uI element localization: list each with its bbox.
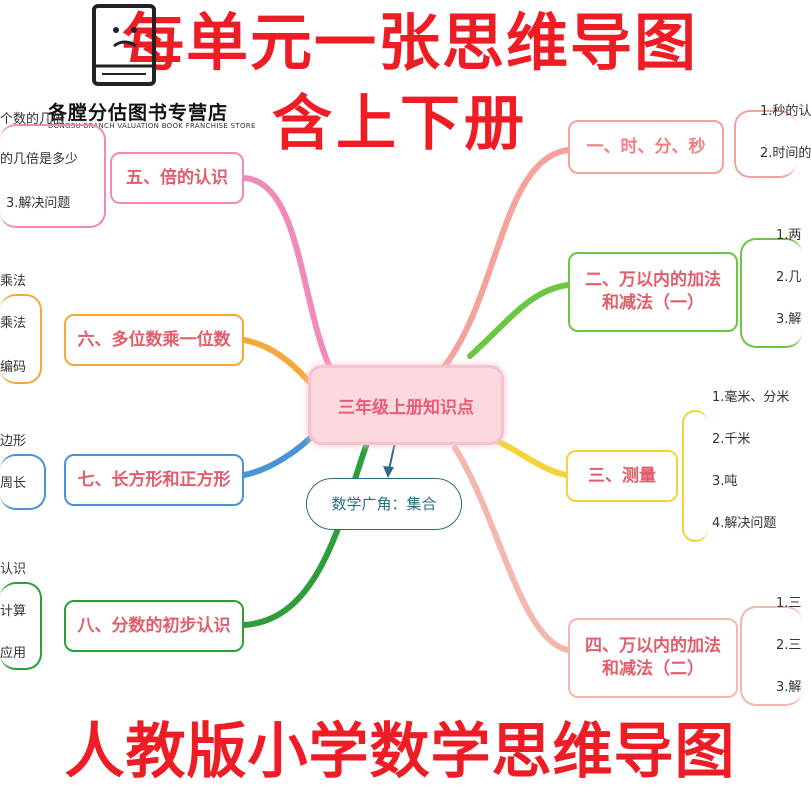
branch-4-title-line2: 和减法（二） bbox=[602, 659, 704, 679]
branch-2-item-2: 2.几 bbox=[776, 270, 802, 285]
branch-5-item-3: 3.解决问题 bbox=[6, 196, 71, 211]
branch-8-item-2: 计算 bbox=[0, 604, 27, 619]
branch-node-8: 八、分数的初步认识 bbox=[64, 600, 244, 652]
branch-4-item-3: 3.解 bbox=[776, 680, 802, 695]
branch-3-item-2: 2.千米 bbox=[712, 432, 751, 447]
branch-node-1: 一、时、分、秒 bbox=[568, 120, 724, 174]
banner-footer: 人教版小学数学思维导图 bbox=[64, 717, 736, 787]
branch-8-title: 八、分数的初步认识 bbox=[77, 615, 231, 636]
store-name: 各膛分估图书专营店 bbox=[48, 102, 229, 124]
branch-5-item-2: 的几倍是多少 bbox=[0, 152, 79, 167]
store-logo bbox=[90, 2, 162, 92]
branch-2-item-1: 1.两 bbox=[776, 228, 802, 243]
branch-1-title: 一、时、分、秒 bbox=[586, 136, 706, 157]
branch-1-item-1: 1.秒的认 bbox=[760, 104, 811, 119]
book-icon bbox=[92, 4, 156, 86]
branch-2-title-line2: 和减法（一） bbox=[602, 293, 704, 313]
branch-8-brace bbox=[0, 582, 42, 670]
connector-branch-6 bbox=[241, 337, 315, 388]
store-subtitle: DONGSU BRANCH VALUATION BOOK FRANCHISE S… bbox=[48, 122, 256, 130]
branch-3-item-1: 1.毫米、分米 bbox=[712, 390, 790, 405]
branch-2-brace bbox=[740, 238, 802, 348]
branch-7-item-1: 边形 bbox=[0, 434, 27, 449]
branch-7-item-2: 周长 bbox=[0, 476, 27, 491]
branch-node-2: 二、万以内的加法 和减法（一） bbox=[568, 252, 738, 332]
branch-1-brace bbox=[734, 110, 796, 178]
branch-2-item-3: 3.解 bbox=[776, 312, 802, 327]
branch-5-item-1: 个数的几倍 bbox=[0, 112, 66, 127]
connector-branch-1 bbox=[437, 147, 571, 375]
connector-branch-8 bbox=[241, 437, 371, 628]
connector-branch-5 bbox=[240, 175, 333, 371]
branch-5-brace bbox=[0, 124, 106, 228]
branch-6-item-1: 乘法 bbox=[0, 274, 27, 289]
branch-6-item-3: 编码 bbox=[0, 360, 27, 375]
extra-node-label: 数学广角：集合 bbox=[331, 494, 437, 513]
branch-4-title-line1: 四、万以内的加法 bbox=[585, 636, 721, 657]
branch-node-3: 三、测量 bbox=[566, 450, 678, 502]
branch-6-brace bbox=[0, 294, 42, 384]
branch-3-title: 三、测量 bbox=[588, 465, 656, 486]
extra-node: 数学广角：集合 bbox=[306, 478, 462, 530]
branch-6-item-2: 乘法 bbox=[0, 316, 27, 331]
branch-3-item-3: 3.吨 bbox=[712, 474, 738, 489]
branch-1-item-2: 2.时间的 bbox=[760, 146, 811, 161]
branch-8-item-1: 认识 bbox=[0, 562, 27, 577]
branch-node-7: 七、长方形和正方形 bbox=[64, 454, 244, 506]
branch-node-6: 六、多位数乘一位数 bbox=[64, 314, 244, 366]
connector-branch-3 bbox=[487, 435, 569, 478]
banner-title: 每单元一张思维导图 bbox=[121, 6, 698, 79]
branch-3-item-4: 4.解决问题 bbox=[712, 516, 777, 531]
branch-7-title: 七、长方形和正方形 bbox=[77, 469, 231, 490]
branch-5-title: 五、倍的认识 bbox=[126, 167, 228, 188]
connector-branch-2 bbox=[467, 282, 571, 359]
connector-branch-7 bbox=[241, 427, 321, 478]
branch-4-item-2: 2.三 bbox=[776, 638, 802, 653]
branch-4-brace bbox=[740, 606, 802, 706]
connector-branch-4 bbox=[452, 445, 571, 653]
banner-subtitle: 含上下册 bbox=[272, 89, 528, 159]
branch-node-5: 五、倍的认识 bbox=[110, 152, 244, 204]
arrowhead-icon bbox=[383, 466, 394, 478]
branch-6-title: 六、多位数乘一位数 bbox=[77, 329, 231, 350]
branch-2-title-line1: 二、万以内的加法 bbox=[585, 270, 721, 291]
center-node: 三年级上册知识点 bbox=[308, 365, 504, 445]
branch-8-item-3: 应用 bbox=[0, 646, 27, 661]
branch-3-brace bbox=[682, 410, 708, 542]
branch-7-brace bbox=[0, 454, 46, 510]
branch-4-item-1: 1.三 bbox=[776, 596, 802, 611]
center-node-label: 三年级上册知识点 bbox=[338, 397, 474, 418]
branch-node-4: 四、万以内的加法 和减法（二） bbox=[568, 618, 738, 698]
